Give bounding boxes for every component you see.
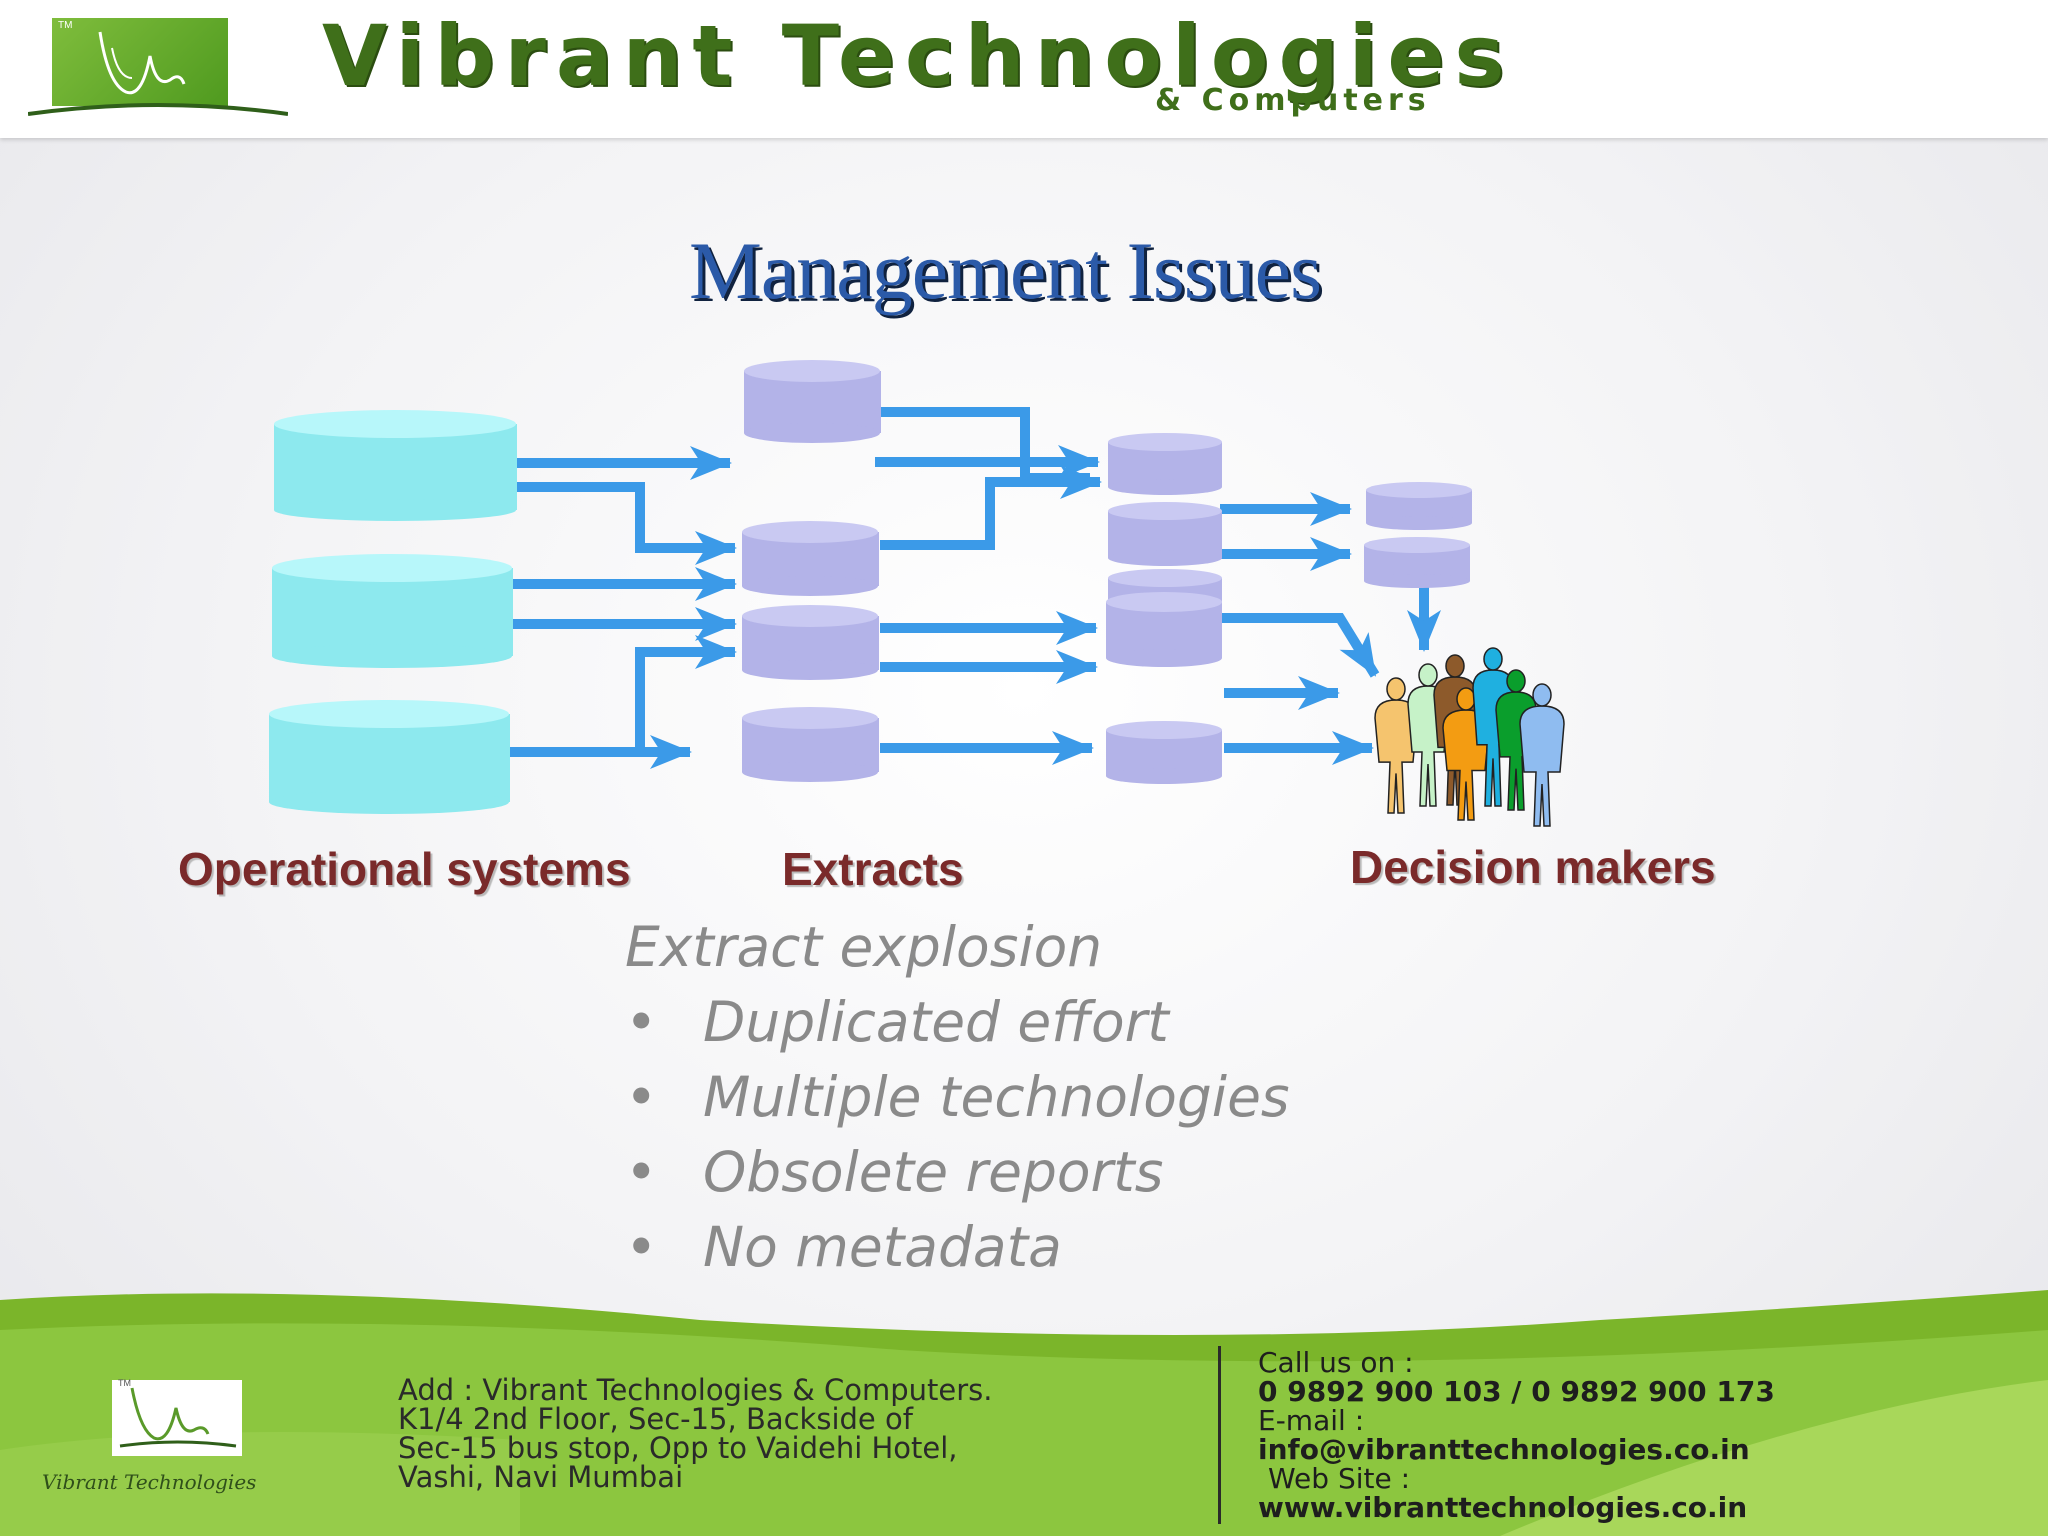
flow-arrows: [510, 407, 1442, 769]
logo-tm-mark: TM: [58, 20, 73, 31]
bullet-item: • Obsolete reports: [625, 1135, 1290, 1210]
footer-logo: [112, 1380, 242, 1456]
extract-database: [742, 521, 879, 596]
website-label: Web Site :: [1268, 1462, 1411, 1495]
address-line: K1/4 2nd Floor, Sec-15, Backside of: [398, 1402, 913, 1436]
bullet-dot: •: [625, 1065, 658, 1129]
extract-database: [1106, 721, 1222, 784]
slide-title: Management Issues: [689, 225, 1322, 316]
bullet-list: • Duplicated effort • Multiple technologie…: [625, 985, 1290, 1285]
footer-banner: [0, 1290, 2048, 1536]
decision-makers-people-icon: [1374, 647, 1565, 827]
connector: [880, 407, 1090, 483]
extract-database: [1106, 592, 1222, 667]
header-banner: TM Vibrant Technologies & Computers: [0, 0, 2048, 138]
brand-title: Vibrant Technologies: [322, 7, 1515, 105]
bullet-item: • Duplicated effort: [625, 985, 1290, 1060]
label-extracts: Extracts: [782, 843, 964, 895]
bullet-item: • Multiple technologies: [625, 1060, 1290, 1135]
address-block: Add : Vibrant Technologies & Computers. …: [398, 1376, 993, 1492]
bullet-text: Obsolete reports: [703, 1140, 1164, 1204]
bullet-text: Multiple technologies: [703, 1065, 1290, 1129]
extract-database: [742, 605, 879, 680]
bullet-dot: •: [625, 1140, 658, 1204]
website-link[interactable]: www.vibranttechnologies.co.in: [1258, 1491, 1748, 1524]
operational-databases: [269, 410, 517, 814]
extract-database: [1364, 537, 1470, 588]
bullet-item: • No metadata: [625, 1210, 1290, 1285]
arrow: [515, 482, 737, 565]
footer-tm-mark: TM: [118, 1378, 131, 1388]
extract-database: [744, 360, 881, 443]
email-label: E-mail :: [1258, 1404, 1365, 1437]
brand-subtitle: & Computers: [1155, 83, 1431, 118]
operational-database: [269, 700, 510, 814]
label-operational-systems: Operational systems: [178, 843, 631, 895]
data-flow-diagram: [269, 360, 1565, 827]
content-list: Extract explosion • Duplicated effort • Mu…: [625, 910, 1290, 1285]
content-heading: Extract explosion: [625, 915, 1103, 979]
arrow: [1222, 613, 1380, 678]
contact-block: Call us on : 0 9892 900 103 / 0 9892 900…: [1258, 1348, 1775, 1522]
bullet-text: Duplicated effort: [703, 990, 1169, 1054]
logo-swoosh: [28, 103, 288, 116]
extract-databases: [742, 360, 1472, 784]
address-line: Sec-15 bus stop, Opp to Vaidehi Hotel,: [398, 1431, 958, 1465]
person-silhouette: [1519, 683, 1565, 827]
phone-numbers[interactable]: 0 9892 900 103 / 0 9892 900 173: [1258, 1375, 1775, 1408]
operational-database: [274, 410, 517, 521]
extract-database: [1108, 502, 1222, 566]
label-decision-makers: Decision makers: [1350, 841, 1716, 893]
call-label: Call us on :: [1258, 1346, 1414, 1379]
footer-divider: [1218, 1346, 1221, 1524]
email-link[interactable]: info@vibranttechnologies.co.in: [1258, 1433, 1750, 1466]
arrow: [880, 464, 1102, 550]
arrow: [510, 634, 737, 757]
extract-database: [742, 707, 879, 782]
extract-database: [1366, 482, 1472, 530]
brand-logo: TM: [52, 18, 228, 106]
extract-database: [1108, 433, 1222, 495]
address-line: Vashi, Navi Mumbai: [398, 1460, 684, 1494]
operational-database: [272, 554, 513, 668]
address-line: Add : Vibrant Technologies & Computers.: [398, 1373, 993, 1407]
bullet-text: No metadata: [703, 1215, 1062, 1279]
footer-brand: Vibrant Technologies: [42, 1470, 257, 1494]
bullet-dot: •: [625, 990, 658, 1054]
bullet-dot: •: [625, 1215, 658, 1279]
